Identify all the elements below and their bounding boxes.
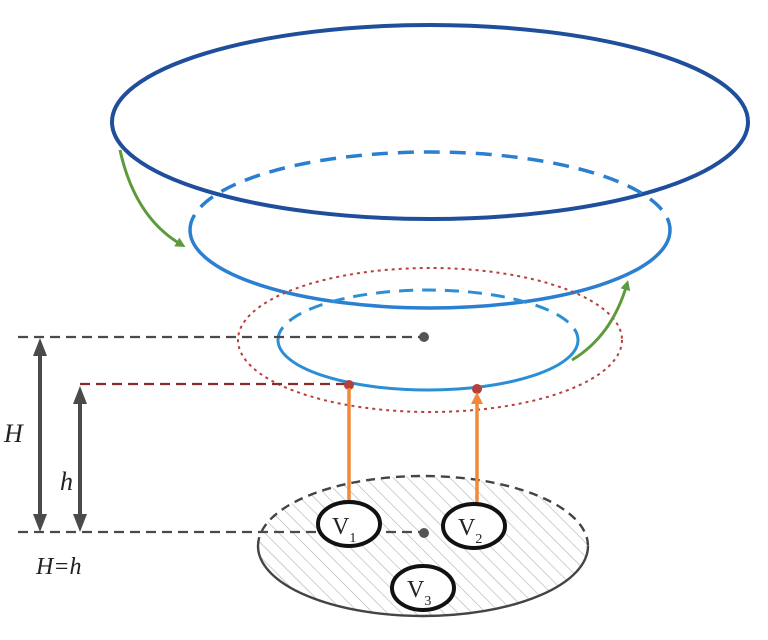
ground-center-dot bbox=[419, 528, 429, 538]
top-ring bbox=[110, 23, 750, 221]
dotted-boundary-ellipse bbox=[237, 267, 623, 413]
middle-ring bbox=[188, 150, 672, 310]
source-point-1 bbox=[344, 380, 354, 390]
v3-label: V3 bbox=[407, 577, 431, 609]
H-eq-h-label: H=h bbox=[35, 554, 82, 580]
inner-ring bbox=[276, 288, 580, 392]
green-arrow-right bbox=[571, 280, 631, 362]
v3-node bbox=[390, 564, 456, 612]
upper-center-dot bbox=[419, 332, 429, 342]
v2-label: V2 bbox=[458, 515, 482, 547]
green-arrow-left bbox=[118, 149, 186, 247]
H-label: H bbox=[3, 419, 24, 448]
h-dimension bbox=[73, 386, 87, 532]
v1-node bbox=[316, 500, 382, 548]
h-label: h bbox=[60, 467, 73, 496]
source-point-2 bbox=[472, 384, 482, 394]
v2-node bbox=[441, 502, 507, 550]
v1-label: V1 bbox=[332, 514, 356, 546]
H-dimension bbox=[33, 338, 47, 532]
